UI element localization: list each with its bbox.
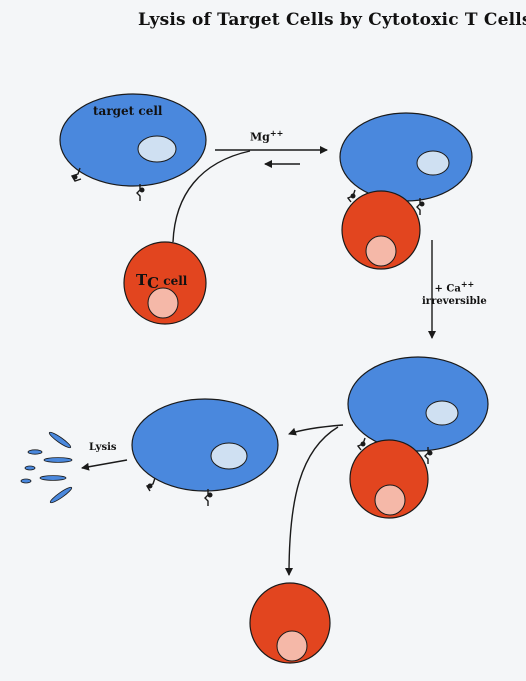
receptor-icon	[346, 189, 356, 203]
irreversible-label: irreversible	[422, 296, 487, 308]
receptor-icon	[416, 198, 425, 215]
target-cell-free	[59, 93, 207, 201]
calcium-label: + Ca++irreversible	[422, 278, 487, 308]
ca-charge: ++	[460, 279, 475, 289]
lysis-arrow	[81, 459, 128, 471]
tc-subscript: C	[147, 274, 160, 292]
target-cell-label: target cell	[93, 104, 163, 118]
mg-symbol: Mg	[250, 130, 270, 144]
tcell-approach-arrow	[172, 150, 251, 243]
tc-cell-word: cell	[159, 274, 188, 288]
tc-cell-label: TC cell	[136, 271, 187, 292]
ca-line: + Ca++	[422, 278, 487, 295]
receptor-icon	[356, 437, 366, 451]
conjugate-reversible	[339, 112, 473, 270]
target-cell-lysing	[131, 398, 279, 506]
release-target-arrow	[288, 424, 344, 436]
mg-charge: ++	[269, 128, 284, 138]
diagram-title: Lysis of Target Cells by Cytotoxic T Cel…	[138, 10, 526, 30]
conjugate-irreversible	[347, 356, 489, 519]
receptor-icon	[136, 184, 145, 201]
receptor-icon	[70, 167, 82, 182]
tc-letter: T	[136, 271, 148, 289]
cell-debris	[20, 431, 73, 504]
receptor-icon	[204, 489, 213, 506]
mg-label: Mg++	[250, 128, 283, 144]
receptor-icon	[145, 477, 156, 492]
lysis-label: Lysis	[89, 442, 117, 453]
t-cell-free	[123, 241, 207, 325]
receptor-icon	[424, 447, 433, 464]
ca-symbol: + Ca	[434, 283, 461, 295]
release-tcell-arrow	[285, 426, 339, 576]
t-cell-released	[249, 582, 331, 664]
